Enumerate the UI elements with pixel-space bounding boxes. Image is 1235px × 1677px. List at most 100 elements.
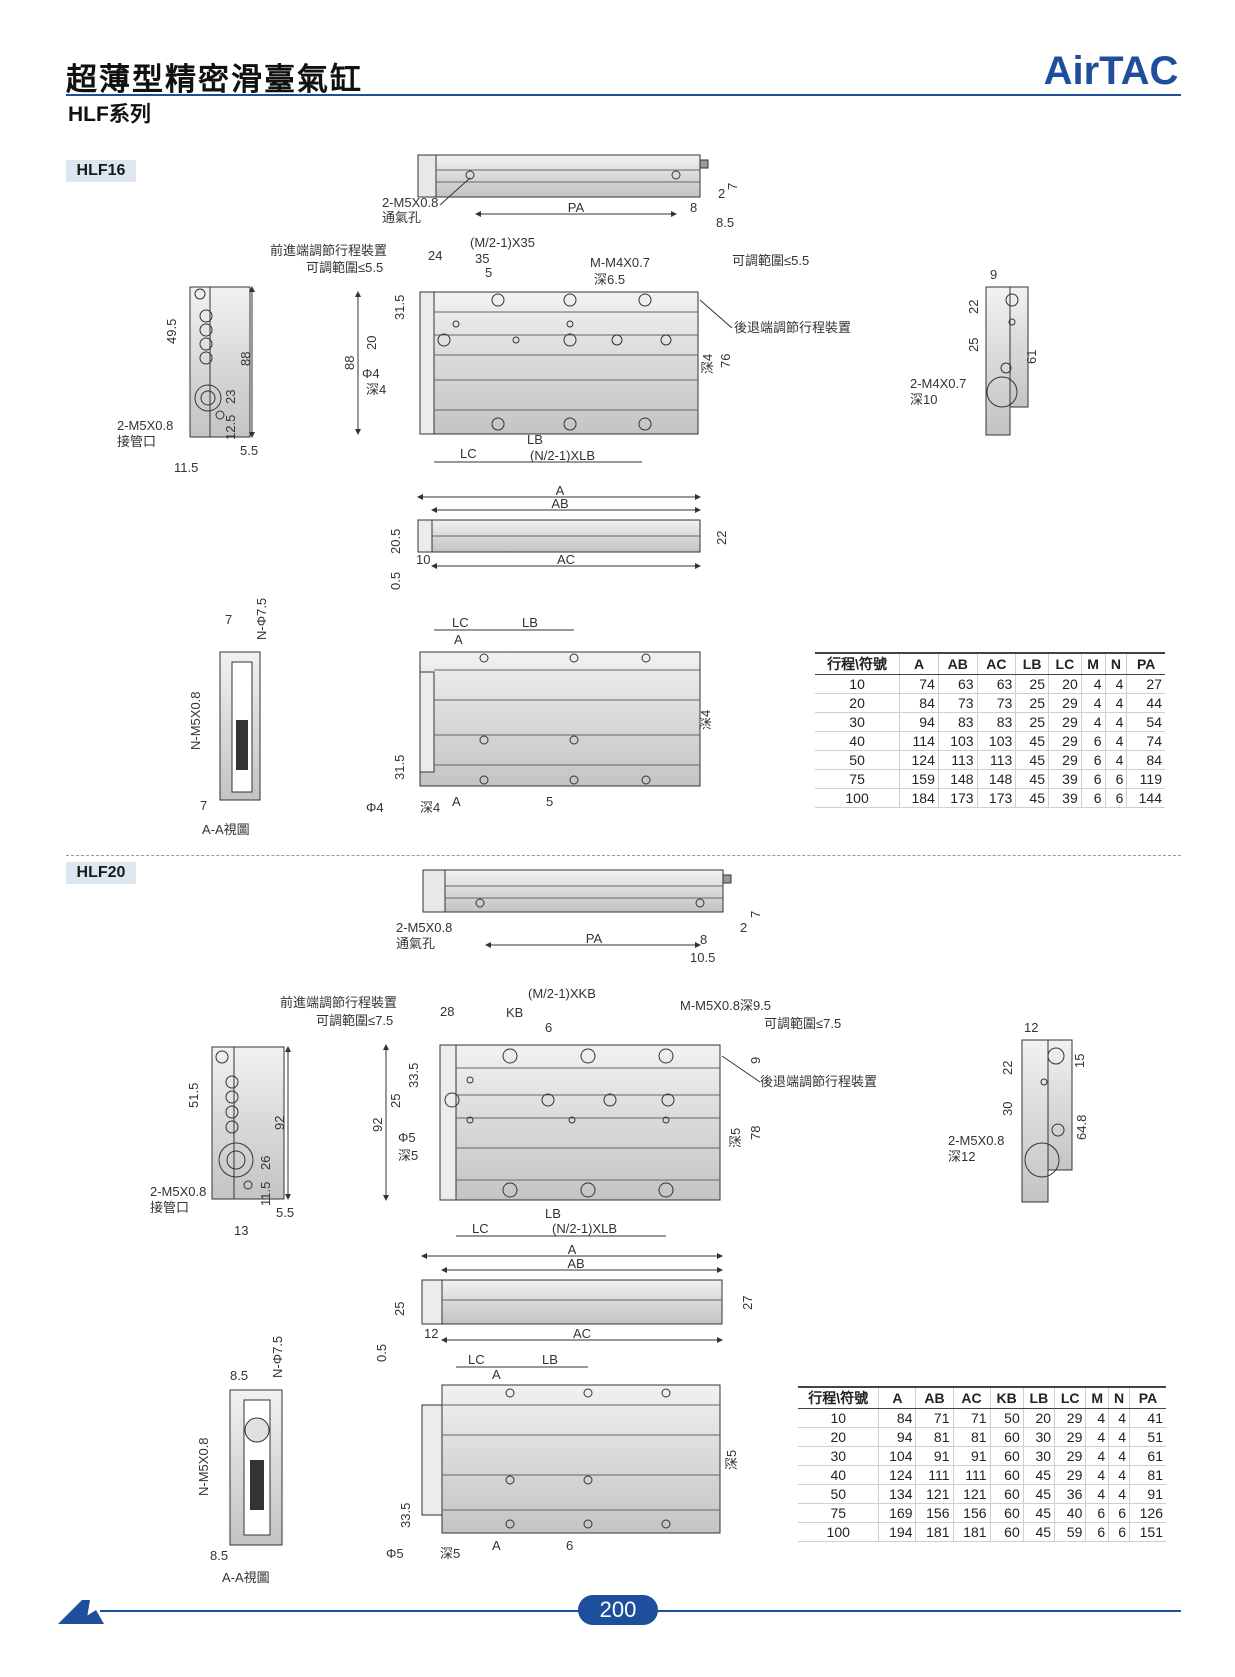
svg-text:前進端調節行程裝置: 前進端調節行程裝置 — [280, 995, 397, 1010]
table-cell: 45 — [1022, 1503, 1055, 1523]
svg-text:5: 5 — [546, 794, 553, 809]
table-cell: 50 — [815, 750, 900, 770]
table-cell: 6 — [1104, 788, 1127, 808]
table-cell: 6 — [1108, 1522, 1130, 1542]
svg-text:LC: LC — [468, 1352, 485, 1367]
table-header-cell: N — [1104, 652, 1127, 675]
table-cell: 103 — [976, 731, 1016, 751]
table-cell: 45 — [1015, 731, 1049, 751]
svg-text:N-M5X0.8: N-M5X0.8 — [188, 691, 203, 750]
hlf20-front-view: 前進端調節行程裝置 可調範圍≤7.5 (M/2-1)XKB 28 KB 6 M-… — [280, 986, 877, 1237]
table-cell: 40 — [798, 1465, 879, 1485]
svg-text:15: 15 — [1072, 1054, 1087, 1068]
svg-text:後退端調節行程裝置: 後退端調節行程裝置 — [760, 1074, 877, 1089]
table-cell: 71 — [915, 1408, 953, 1428]
svg-text:LB: LB — [542, 1352, 558, 1367]
svg-text:深12: 深12 — [948, 1149, 975, 1164]
svg-text:接管口: 接管口 — [117, 434, 156, 449]
table-cell: 4 — [1104, 712, 1127, 732]
svg-text:35: 35 — [475, 251, 489, 266]
table-cell: 4 — [1085, 1408, 1109, 1428]
table-cell: 60 — [989, 1503, 1024, 1523]
series-subtitle: HLF系列 — [68, 103, 151, 126]
table-cell: 40 — [1054, 1503, 1086, 1523]
svg-text:10: 10 — [416, 552, 430, 567]
port-hole-icon — [475, 898, 485, 908]
table-cell: 100 — [815, 788, 900, 808]
hlf16-side-view: 88 49.5 23 12.5 2-M5X0.8 接管口 11.5 5.5 — [117, 286, 258, 475]
svg-text:92: 92 — [272, 1116, 287, 1130]
svg-text:9: 9 — [748, 1057, 763, 1064]
table-cell: 25 — [1015, 674, 1049, 694]
table-cell: 39 — [1048, 769, 1082, 789]
svg-text:25: 25 — [388, 1094, 403, 1108]
svg-text:7: 7 — [748, 911, 763, 918]
table-header-cell: M — [1085, 1386, 1109, 1409]
svg-text:22: 22 — [1000, 1061, 1015, 1075]
svg-text:24: 24 — [428, 248, 442, 263]
svg-text:Φ4: Φ4 — [366, 800, 384, 815]
table-cell: 29 — [1054, 1427, 1086, 1447]
table-cell: 4 — [1080, 674, 1106, 694]
svg-text:深4: 深4 — [366, 382, 386, 397]
table-header-cell: AC — [952, 1386, 991, 1409]
svg-text:7: 7 — [200, 798, 207, 813]
svg-text:A: A — [492, 1367, 501, 1382]
svg-text:27: 27 — [740, 1296, 755, 1310]
svg-text:深6.5: 深6.5 — [594, 272, 625, 287]
airtac-footer-mark — [58, 1600, 104, 1624]
section-tag-hlf20: HLF20 — [66, 862, 136, 884]
table-cell: 156 — [915, 1503, 953, 1523]
svg-text:25: 25 — [392, 1302, 407, 1316]
svg-text:深5: 深5 — [728, 1128, 743, 1148]
table-cell: 4 — [1108, 1484, 1130, 1504]
table-cell: 73 — [937, 693, 978, 713]
svg-text:深5: 深5 — [398, 1148, 418, 1163]
table-cell: 30 — [1022, 1446, 1055, 1466]
table-cell: 4 — [1108, 1408, 1130, 1428]
table-cell: 100 — [798, 1522, 879, 1542]
table-cell: 45 — [1022, 1484, 1055, 1504]
svg-text:30: 30 — [1000, 1102, 1015, 1116]
table-cell: 45 — [1015, 788, 1049, 808]
table-cell: 6 — [1085, 1503, 1109, 1523]
table-cell: 184 — [899, 788, 939, 808]
table-cell: 27 — [1126, 674, 1165, 694]
svg-text:8.5: 8.5 — [716, 215, 734, 230]
table-cell: 83 — [937, 712, 978, 732]
table-cell: 6 — [1104, 769, 1127, 789]
svg-text:33.5: 33.5 — [406, 1063, 421, 1088]
table-cell: 4 — [1085, 1484, 1109, 1504]
header-rule — [66, 94, 1181, 96]
svg-text:2-M5X0.8: 2-M5X0.8 — [117, 418, 173, 433]
table-header-cell: PA — [1129, 1386, 1166, 1409]
svg-text:20.5: 20.5 — [388, 529, 403, 554]
table-cell: 4 — [1108, 1465, 1130, 1485]
svg-text:N-Φ7.5: N-Φ7.5 — [254, 598, 269, 640]
hlf16-bottom-view: LC LB A 31.5 Φ4 深4 A 5 深4 — [366, 615, 713, 815]
table-cell: 181 — [952, 1522, 991, 1542]
table-cell: 194 — [878, 1522, 916, 1542]
hlf16-section-view: 7 N-Φ7.5 N-M5X0.8 7 A-A視圖 — [188, 598, 269, 837]
svg-text:LB: LB — [527, 432, 543, 447]
table-cell: 51 — [1129, 1427, 1166, 1447]
svg-text:2-M5X0.8: 2-M5X0.8 — [150, 1184, 206, 1199]
port-hole-icon — [695, 898, 705, 908]
table-cell: 159 — [899, 769, 939, 789]
svg-text:6: 6 — [566, 1538, 573, 1553]
page-title: 超薄型精密滑臺氣缸 — [66, 62, 363, 97]
svg-text:0.5: 0.5 — [388, 572, 403, 590]
table-cell: 60 — [989, 1465, 1024, 1485]
svg-text:88: 88 — [342, 356, 357, 370]
table-cell: 91 — [952, 1446, 991, 1466]
table-header-cell: AB — [915, 1386, 953, 1409]
table-cell: 6 — [1080, 731, 1106, 751]
